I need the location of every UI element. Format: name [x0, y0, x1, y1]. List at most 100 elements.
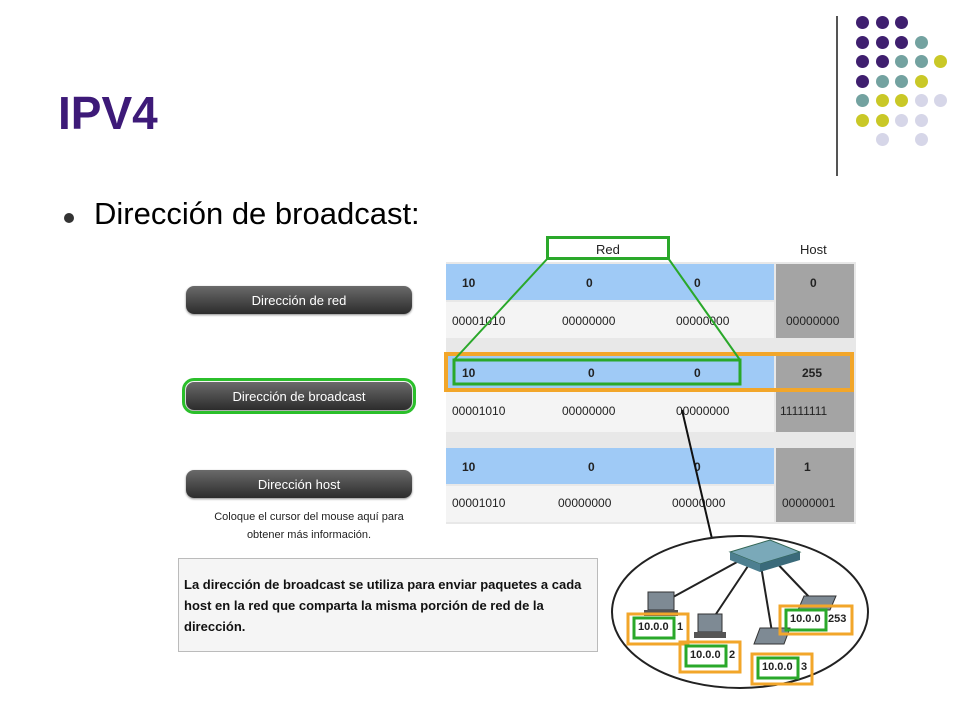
row1-octet4: 0: [810, 276, 817, 290]
row1-octet1: 10: [462, 276, 476, 290]
red-header-box: [546, 236, 670, 260]
row2-binary3: 00000000: [676, 404, 730, 418]
row3-octet4: 1: [804, 460, 811, 474]
decorative-dot: [914, 35, 928, 49]
row1-octet3: 0: [694, 276, 701, 290]
row3-binary4: 00000001: [782, 496, 836, 510]
decorative-dot: [875, 133, 889, 146]
decorative-dot: [914, 113, 928, 127]
pointer-line: [681, 409, 717, 557]
decorative-dot: [875, 74, 889, 88]
row2-octet2: 0: [588, 366, 595, 380]
decorative-dot: [875, 55, 889, 68]
bullet-icon: [64, 213, 74, 223]
switch-icon: [728, 539, 802, 572]
decorative-dot: [914, 55, 928, 68]
host4-net-label: 10.0.0: [790, 613, 821, 625]
info-text: La dirección de broadcast se utiliza par…: [184, 577, 582, 634]
bullet-text: Dirección de broadcast:: [94, 196, 420, 231]
decorative-dot: [856, 35, 869, 49]
row2-binary2: 00000000: [562, 404, 616, 418]
host4-green-frame: [784, 608, 828, 632]
row3-host-band: [776, 448, 854, 522]
host4-orange-frame: [778, 604, 854, 636]
host3-orange-frame: [750, 652, 814, 686]
decorative-dot: [914, 133, 928, 146]
host2-orange-frame: [678, 640, 742, 674]
decorative-dot: [934, 94, 947, 107]
row1-host-band: [776, 264, 854, 338]
row1-octet2: 0: [586, 276, 593, 290]
decorative-dot: [895, 55, 908, 68]
host3-host-label: 3: [801, 661, 808, 673]
row2-octet3: 0: [694, 366, 701, 380]
row3-binary1: 00001010: [452, 496, 506, 510]
host1-host-label: 1: [677, 621, 684, 633]
network-ellipse: [611, 535, 869, 689]
decorative-dot: [875, 16, 889, 29]
row2-binary1: 00001010: [452, 404, 506, 418]
info-box: [178, 558, 598, 652]
decorative-dot: [856, 16, 869, 29]
row3-octet2: 0: [588, 460, 595, 474]
row2-binary4: 11111111: [780, 404, 828, 418]
host1-net-label: 10.0.0: [638, 621, 669, 633]
host1-orange-frame: [626, 612, 690, 646]
row3-binary-band: [446, 486, 774, 522]
network-portion-green-frame: [452, 358, 742, 386]
decorative-dot: [895, 16, 908, 29]
funnel-line-right: [667, 257, 741, 361]
computer-icon-2: [694, 613, 726, 638]
host2-green-frame: [684, 644, 728, 668]
host2-net-label: 10.0.0: [690, 649, 721, 661]
row3-binary3: 00000000: [672, 496, 726, 510]
decorative-dot: [934, 55, 947, 68]
decorative-dot: [856, 74, 869, 88]
computer-icon-1: [644, 591, 678, 616]
host2-host-label: 2: [729, 649, 736, 661]
decorative-dot: [895, 94, 908, 107]
divider-line: [836, 16, 838, 176]
row3-octet1: 10: [462, 460, 476, 474]
red-header: Red: [596, 242, 620, 257]
link-1: [663, 555, 749, 603]
row2-binary-band: [446, 392, 774, 432]
hint-line-2: obtener más información.: [246, 529, 372, 541]
slide-title: IPV4: [58, 87, 158, 139]
broadcast-address-button[interactable]: Dirección de broadcast: [182, 378, 416, 414]
host4-host-label: 253: [828, 613, 847, 625]
decorative-dot: [895, 113, 908, 127]
broadcast-row-orange-frame: [444, 352, 854, 392]
hint-line-1: Coloque el cursor del mouse aquí para: [214, 511, 404, 523]
decorative-dot: [895, 74, 908, 88]
host3-net-label: 10.0.0: [762, 661, 793, 673]
row2-octet4: 255: [802, 366, 823, 380]
network-address-button[interactable]: Dirección de red: [186, 286, 412, 314]
decorative-dot: [856, 55, 869, 68]
row1-decimal-band: [446, 264, 774, 300]
row3-octet3: 0: [694, 460, 701, 474]
decorative-dot: [856, 113, 869, 127]
hover-hint: Coloque el cursor del mouse aquí para ob…: [196, 508, 422, 544]
row3-decimal-band: [446, 448, 774, 484]
computer-icon-4: [797, 595, 837, 611]
row3-binary2: 00000000: [558, 496, 612, 510]
decorative-dot: [914, 74, 928, 88]
decorative-dot: [856, 94, 869, 107]
host-header: Host: [800, 242, 827, 257]
decorative-dot: [914, 94, 928, 107]
link-3: [759, 559, 773, 633]
row1-binary4: 00000000: [786, 314, 840, 328]
host-address-button[interactable]: Dirección host: [186, 470, 412, 498]
decorative-dot: [875, 94, 889, 107]
host1-green-frame: [632, 616, 676, 640]
decorative-dot: [875, 113, 889, 127]
funnel-line-left: [453, 257, 549, 361]
host3-green-frame: [756, 656, 800, 680]
row1-binary2: 00000000: [562, 314, 616, 328]
row2-octet1: 10: [462, 366, 476, 380]
link-2: [711, 559, 753, 621]
decorative-dot: [895, 35, 908, 49]
row2-host-band: [776, 356, 854, 432]
